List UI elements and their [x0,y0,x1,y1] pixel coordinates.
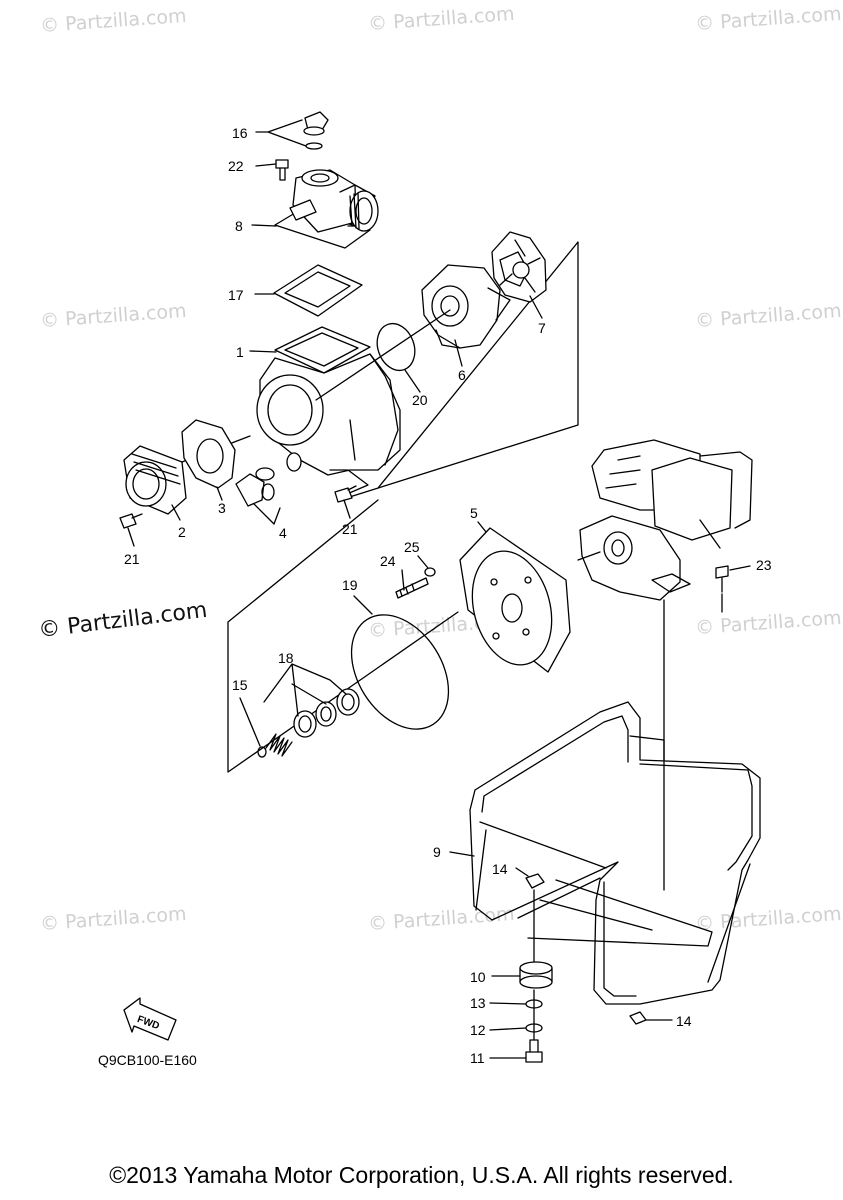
callout-9: 9 [433,844,441,860]
nut-14b [629,1011,647,1025]
diagram-code: Q9CB100-E160 [98,1052,197,1068]
outlet-elbow [274,169,379,249]
callout-22: 22 [228,158,244,174]
mount-10 [519,961,553,989]
callout-3: 3 [218,500,226,516]
impeller-7 [491,231,547,303]
fwd-arrow-icon [123,997,177,1041]
bolt-21a [119,513,143,529]
spring-15 [257,733,293,758]
callout-23: 23 [756,557,772,573]
nut-14a [525,873,545,889]
leader-12 [489,1027,527,1031]
inlet-fitting-2 [123,445,187,515]
leader-14a [515,867,529,877]
callout-21b: 21 [342,521,358,537]
callout-17: 17 [228,287,244,303]
bolt-11 [525,1039,543,1063]
callout-21a: 21 [124,551,140,567]
pump-casing [256,326,401,498]
callout-11: 11 [470,1050,485,1066]
callout-20: 20 [412,392,428,408]
callout-1: 1 [236,344,244,360]
leader-5 [477,521,487,533]
washer-25 [424,567,436,577]
leader-8 [251,224,277,227]
callout-19: 19 [342,577,358,593]
callout-6: 6 [458,367,466,383]
leader-13 [489,1002,527,1005]
callout-12: 12 [470,1022,486,1038]
leader-9 [449,851,475,857]
leader-4 [253,503,281,525]
copyright-notice: ©2013 Yamaha Motor Corporation, U.S.A. A… [109,1162,734,1188]
callout-14a: 14 [492,861,508,877]
callout-15: 15 [232,677,248,693]
leader-2 [171,504,181,521]
gasket-3 [181,419,236,489]
frame-upper [339,241,579,501]
leader-1 [249,350,277,353]
leader-24 [401,569,405,591]
volute-6 [421,264,511,349]
o-ring-19 [350,614,450,730]
leader-23 [729,565,751,571]
leader-18 [263,663,347,717]
bolt-23 [715,565,729,593]
seal-18 [293,688,360,738]
bolt-21b [334,485,357,503]
leader-25 [417,555,429,569]
engine [577,439,753,601]
callout-25: 25 [404,539,420,555]
callout-8: 8 [235,218,243,234]
callout-7: 7 [538,320,546,336]
filler-cap [303,111,329,150]
leader-15 [239,697,261,747]
callout-4: 4 [279,525,287,541]
callout-13: 13 [470,995,486,1011]
frame-9 [469,701,761,1005]
callout-14b: 14 [676,1013,692,1029]
callout-16: 16 [232,125,248,141]
callout-5: 5 [470,505,478,521]
leader-3 [216,486,223,501]
gasket-17 [273,264,363,317]
callout-10: 10 [470,969,486,985]
drain-plug-4 [235,452,302,507]
stud-24 [395,577,429,599]
callout-18: 18 [278,650,294,666]
leader-19 [353,595,373,615]
frame-lower [227,499,459,773]
leader-21a [127,527,135,547]
leader-21b [343,499,351,519]
callout-2: 2 [178,524,186,540]
leader-7 [529,295,543,319]
callout-24: 24 [380,553,396,569]
leader-20 [404,369,421,393]
plate-5 [459,527,571,673]
leader-6 [454,339,463,367]
engine-mount-line [663,593,723,891]
leader-16 [255,119,307,147]
bolt-22 [275,159,289,181]
leader-22 [255,163,277,167]
